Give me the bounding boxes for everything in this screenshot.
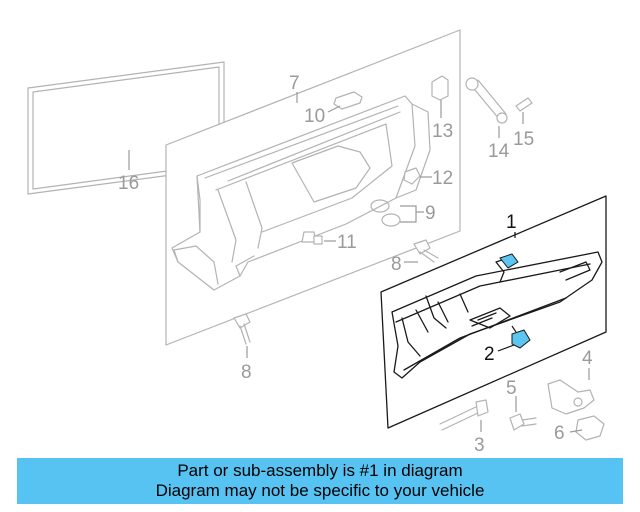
banner-line-1: Part or sub-assembly is #1 in diagram [177,461,463,480]
part-4-hinge [547,368,595,415]
callout-11: 11 [337,232,357,253]
callout-7: 7 [289,73,300,94]
part-6-bushing [569,415,605,441]
part-10-clip [327,91,363,113]
part-14-strut [465,77,508,138]
callout-1: 1 [506,212,517,233]
part-7-housing [165,29,461,346]
part-5-screw [509,396,537,431]
callout-15: 15 [513,129,534,150]
callout-14: 14 [488,141,510,162]
part-2-fastener[interactable] [511,325,531,349]
part-15-pin [515,97,533,124]
part-8-bolt-upper [404,239,439,263]
callout-3: 3 [474,435,485,456]
callout-12: 12 [432,168,453,189]
callout-16: 16 [118,173,139,194]
callout-2: 2 [484,344,495,365]
part-9-rings [370,199,424,227]
part-12-catch [403,167,432,185]
callout-4: 4 [582,348,593,369]
info-banner: Part or sub-assembly is #1 in diagram Di… [17,458,623,504]
callout-13: 13 [432,121,453,142]
part-11-screw [301,231,336,245]
banner-line-2: Diagram may not be specific to your vehi… [155,481,485,500]
part-13-bracket [431,75,449,118]
callout-8-lower: 8 [241,362,252,383]
part-8-bolt-lower [233,313,251,358]
highlight-fastener-upper [495,253,519,269]
callout-8-upper: 8 [391,254,402,275]
callout-10: 10 [304,106,325,127]
callout-5: 5 [506,378,517,399]
part-3-bolt [439,399,489,432]
callout-9: 9 [425,203,436,224]
callout-6: 6 [554,423,565,444]
part-1-glove-box-door[interactable] [380,195,607,429]
